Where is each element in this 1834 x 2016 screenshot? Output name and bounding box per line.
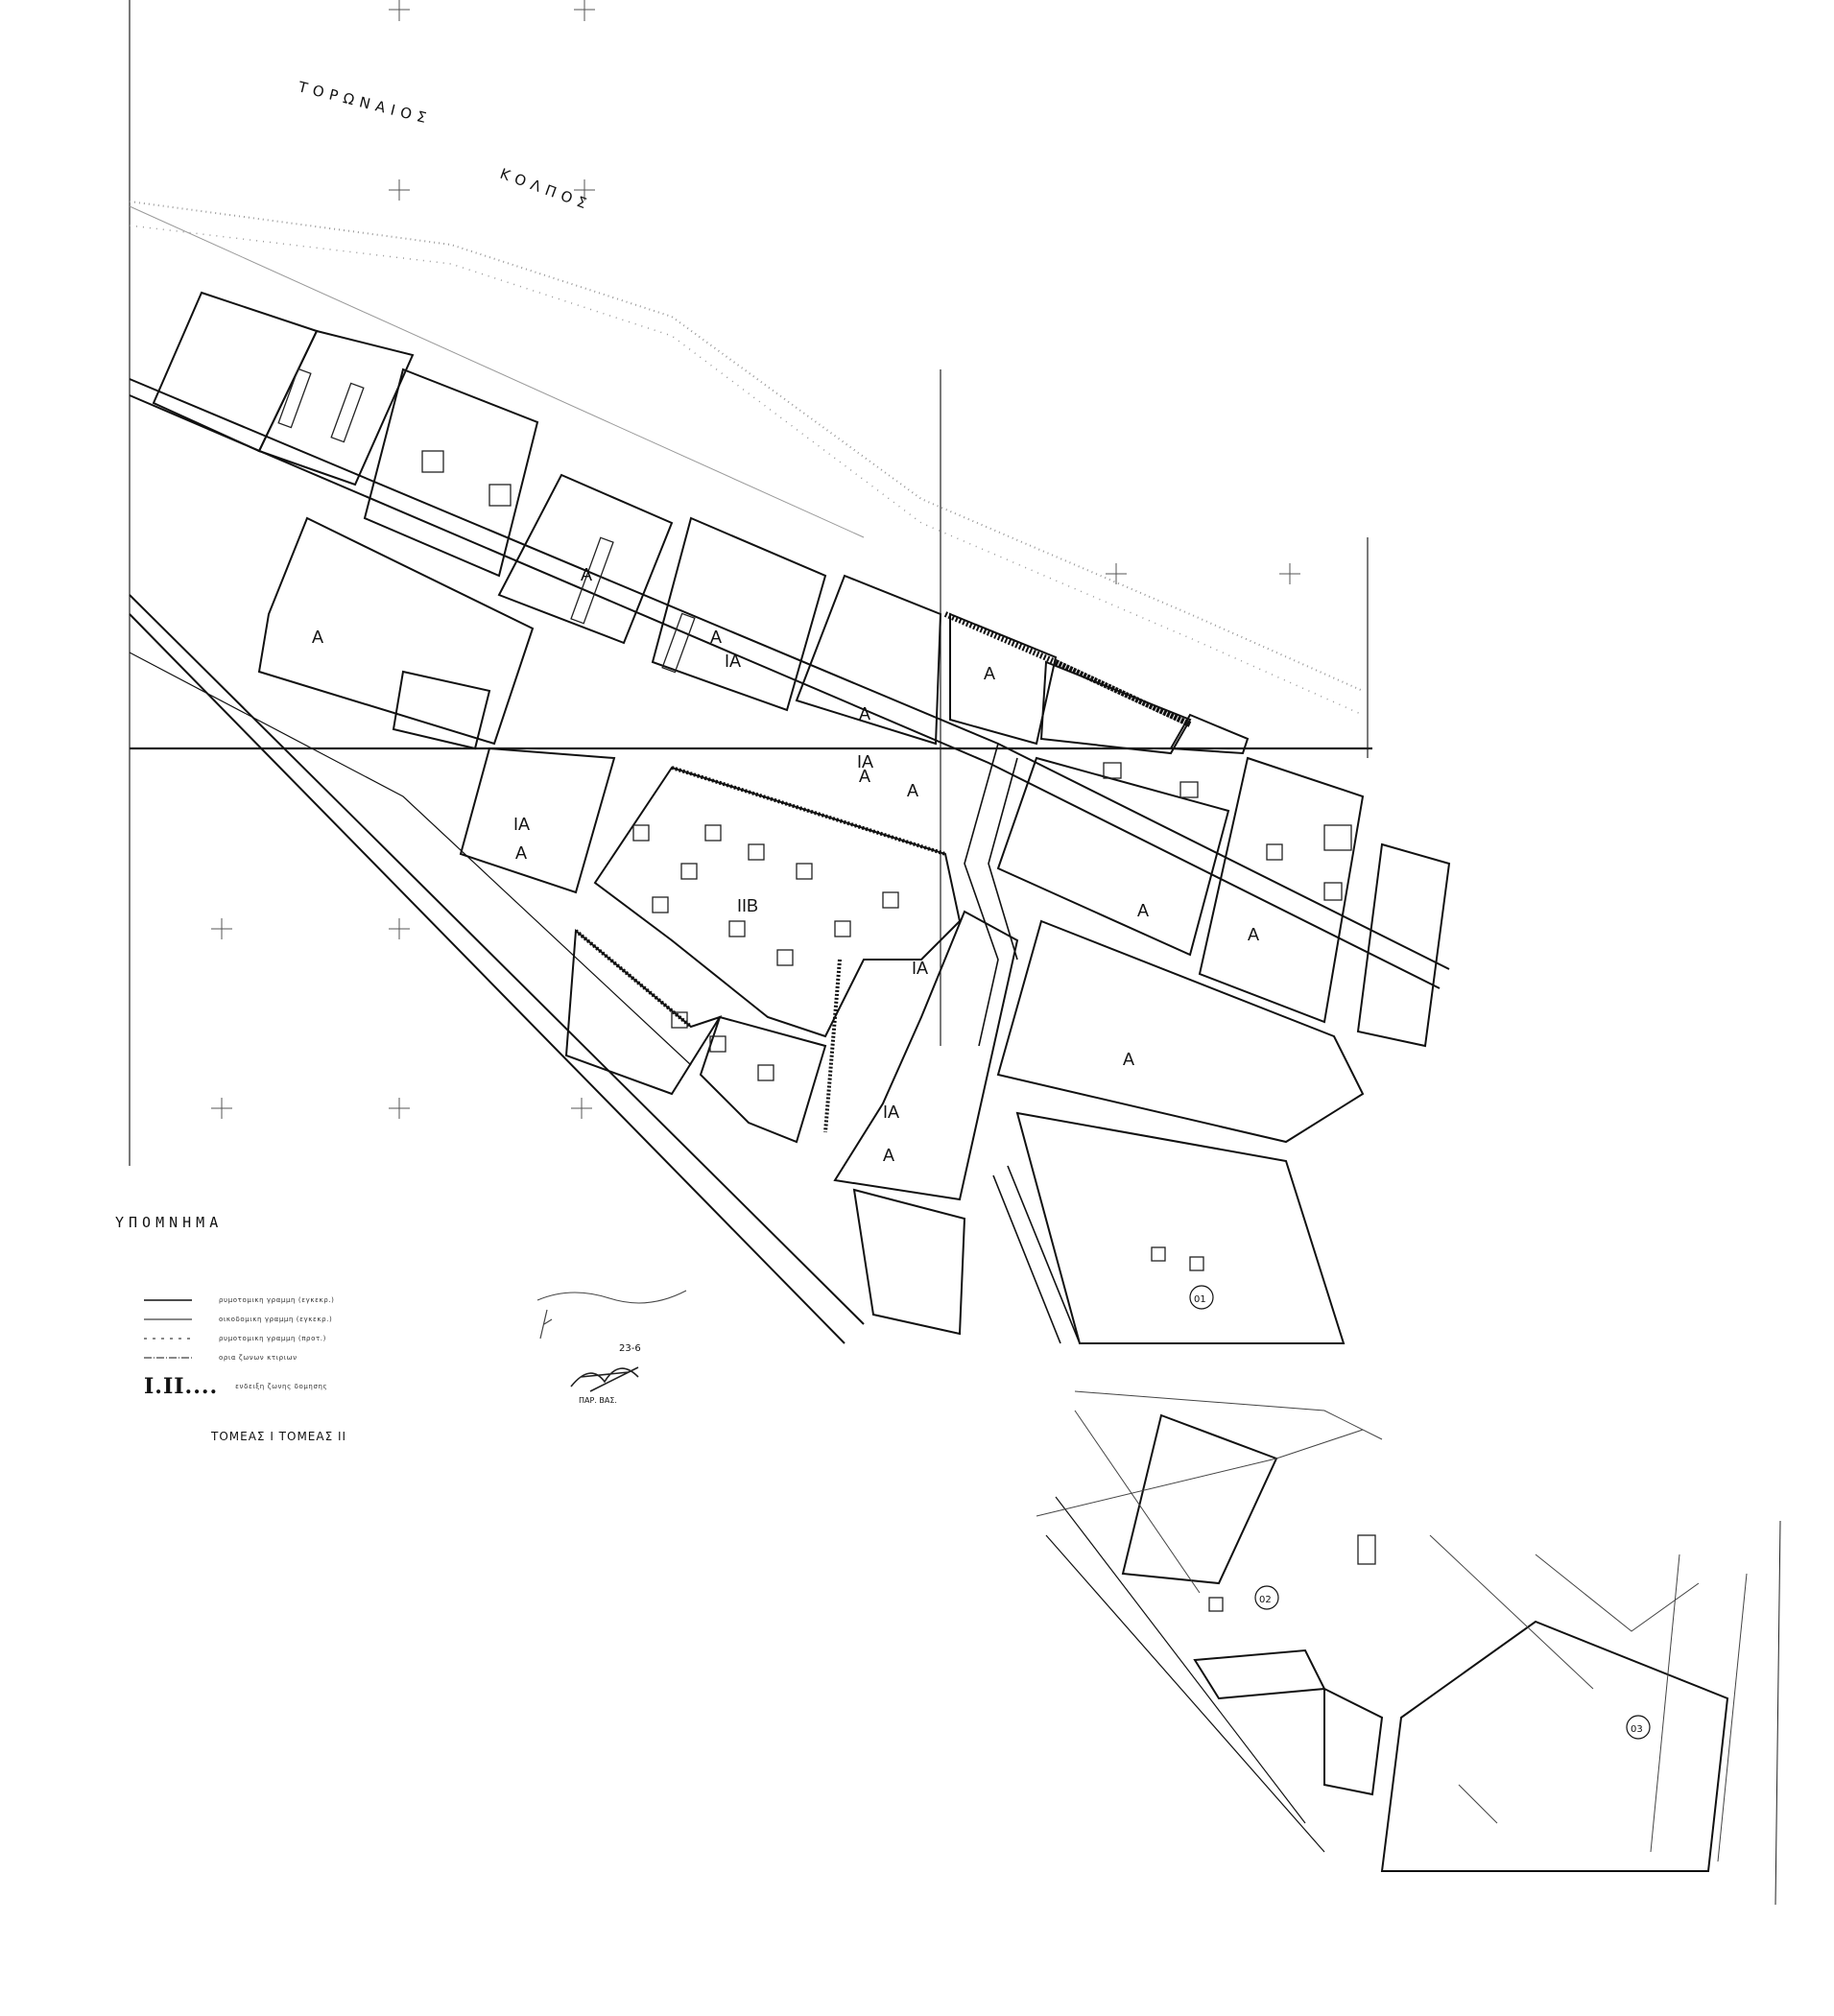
zone-label: A (984, 664, 995, 683)
sea-label-toronaios: ΤΟΡΩΝΑΙΟΣ (296, 78, 434, 128)
zone-circle-markers: 01 02 03 (1189, 1285, 1651, 1740)
zone-label: IA (883, 1103, 899, 1122)
shoreline (129, 201, 1364, 716)
legend-item-text: οικοδομικη γραμμη (εγκεκρ.) (219, 1316, 333, 1323)
zone-label: A (1137, 901, 1149, 920)
zone-circle-label: 02 (1259, 1595, 1272, 1605)
legend-item: I.II.... ενδειξη ζωνης δομησης (144, 1374, 328, 1399)
zone-label: IA (912, 959, 928, 978)
survey-marks (1036, 1390, 1748, 1862)
roads (129, 378, 1450, 1853)
stamp-date: 23-6 (619, 1343, 641, 1354)
zone-label: A (883, 1146, 894, 1165)
legend-item: ορια ζωνων κτιριων (144, 1348, 298, 1367)
signature-stamp: 23-6 ΠΑΡ. ΒΑΣ. (533, 1281, 725, 1425)
legend-item-text: ρυμοτομικη γραμμη (εγκεκρ.) (219, 1296, 335, 1304)
zone-label: A (859, 767, 870, 786)
legend-title: ΥΠΟΜΝΗΜΑ (115, 1214, 224, 1231)
zone-label: A (859, 704, 870, 723)
zone-label: IA (725, 652, 741, 671)
legend-item-text: ρυμοτομικη γραμμη (προτ.) (219, 1335, 326, 1342)
zone-labels: A A A IA IA A A IA A IIB A A A IA A A IA… (312, 565, 1259, 1165)
legend-item: οικοδομικη γραμμη (εγκεκρ.) (144, 1310, 332, 1329)
zone-circle-label: 01 (1194, 1294, 1206, 1305)
hatched-strips (574, 611, 1192, 1133)
sea-label-kolpos: ΚΟΛΠΟΣ (498, 165, 595, 214)
zone-label: A (907, 781, 918, 800)
legend-item-text: ενδειξη ζωνης δομησης (235, 1383, 328, 1390)
grid-crosses (211, 0, 1300, 1119)
zone-label: IA (513, 815, 530, 834)
legend-item-text: ορια ζωνων κτιριων (219, 1354, 298, 1362)
signature-icon (536, 1290, 687, 1392)
legend-line-solid-icon (144, 1299, 192, 1301)
zone-label: IA (857, 752, 873, 771)
legend-item: ρυμοτομικη γραμμη (εγκεκρ.) (144, 1291, 334, 1310)
legend-line-dashed-icon (144, 1338, 192, 1340)
legend-line-thin-icon (144, 1318, 192, 1320)
zone-label: A (515, 843, 527, 863)
legend-roman-symbol: I.II.... (144, 1374, 219, 1399)
stamp-text: ΠΑΡ. ΒΑΣ. (579, 1396, 617, 1405)
legend-item: ρυμοτομικη γραμμη (προτ.) (144, 1329, 326, 1348)
map-frame (129, 0, 1781, 1906)
zone-label: A (312, 628, 323, 647)
zone-label: A (1248, 925, 1259, 944)
zone-label: A (581, 565, 592, 584)
legend-line-dotted-icon (144, 1357, 192, 1359)
legend-sectors: ΤΟΜΕΑΣ Ι ΤΟΜΕΑΣ ΙΙ (211, 1430, 347, 1443)
zone-label: A (1123, 1050, 1134, 1069)
zone-label: IIB (737, 896, 758, 915)
zone-label: A (710, 628, 722, 647)
building-footprints (277, 368, 1376, 1612)
zone-circle-label: 03 (1631, 1724, 1643, 1735)
